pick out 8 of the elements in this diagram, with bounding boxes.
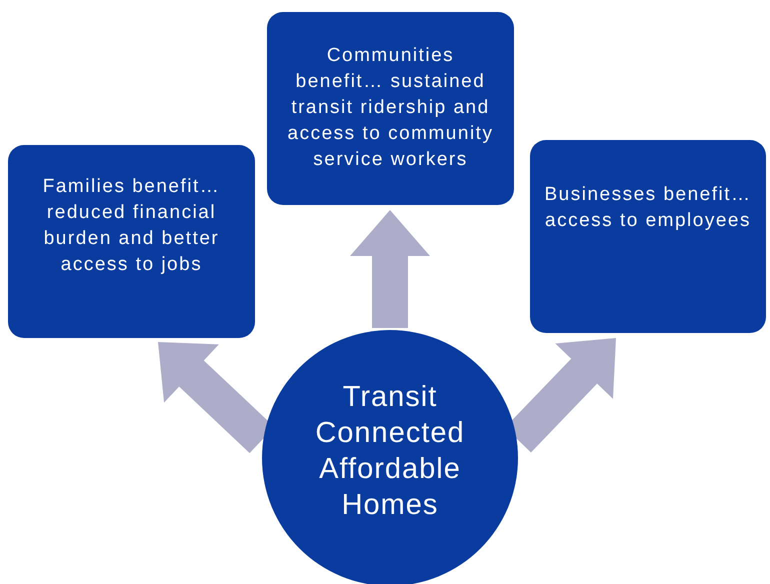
rounded-box xyxy=(530,140,766,333)
rounded-box xyxy=(267,12,514,205)
block-arrow xyxy=(350,210,430,328)
box-label: Communities benefit… sustained transit ridership and access to community service workers xyxy=(286,44,494,172)
rounded-box xyxy=(8,145,255,338)
box-label: Businesses benefit… access to employees xyxy=(544,182,752,232)
center-label: Transit Connected Affordable Homes xyxy=(314,380,466,523)
box-label: Families benefit… reduced financial burden and better access to jobs xyxy=(42,174,222,276)
